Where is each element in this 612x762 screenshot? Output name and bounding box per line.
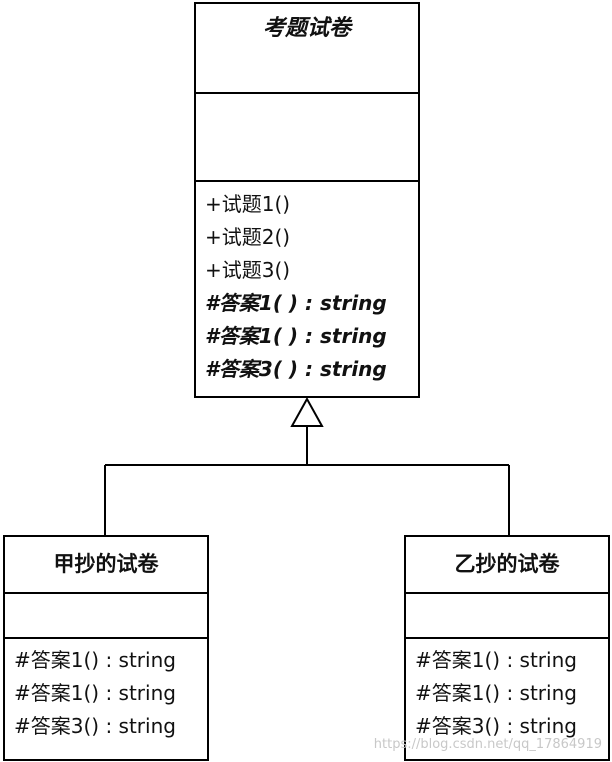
attributes-compartment [196, 92, 418, 180]
generalization-arrowhead-icon [290, 396, 324, 427]
operation-item: #答案3() : string [14, 714, 176, 738]
operation-item: #答案1() : string [415, 648, 577, 672]
abstract-operation-item: #答案1( ) : string [205, 291, 387, 315]
operation-item: +试题1() [205, 192, 291, 216]
class-box-student-a-paper[interactable]: 甲抄的试卷 #答案1() : string #答案1() : string #答… [3, 535, 209, 761]
abstract-operation-item: #答案1( ) : string [205, 324, 387, 348]
class-box-exam-paper[interactable]: 考题试卷 +试题1() +试题2() +试题3() #答案1( ) : stri… [194, 2, 420, 398]
operation-item: +试题3() [205, 258, 291, 282]
abstract-operation-item: #答案3( ) : string [205, 357, 387, 381]
operation-item: #答案1() : string [14, 681, 176, 705]
operations-compartment: #答案1() : string #答案1() : string #答案3() :… [406, 637, 608, 759]
class-box-student-b-paper[interactable]: 乙抄的试卷 #答案1() : string #答案1() : string #答… [404, 535, 610, 761]
class-name: 甲抄的试卷 [53, 552, 159, 576]
operation-item: #答案1() : string [14, 648, 176, 672]
operations-compartment: +试题1() +试题2() +试题3() #答案1( ) : string #答… [196, 180, 418, 396]
operation-item: #答案1() : string [415, 681, 577, 705]
class-name-compartment: 乙抄的试卷 [406, 537, 608, 592]
attributes-compartment [406, 592, 608, 637]
operation-item: +试题2() [205, 225, 291, 249]
watermark: https://blog.csdn.net/qq_17864919 [373, 737, 602, 752]
operation-item: #答案3() : string [415, 714, 577, 738]
class-name-compartment: 考题试卷 [196, 4, 418, 92]
class-name: 乙抄的试卷 [454, 552, 560, 576]
class-name-compartment: 甲抄的试卷 [5, 537, 207, 592]
class-name: 考题试卷 [262, 16, 351, 41]
operations-compartment: #答案1() : string #答案1() : string #答案3() :… [5, 637, 207, 759]
attributes-compartment [5, 592, 207, 637]
